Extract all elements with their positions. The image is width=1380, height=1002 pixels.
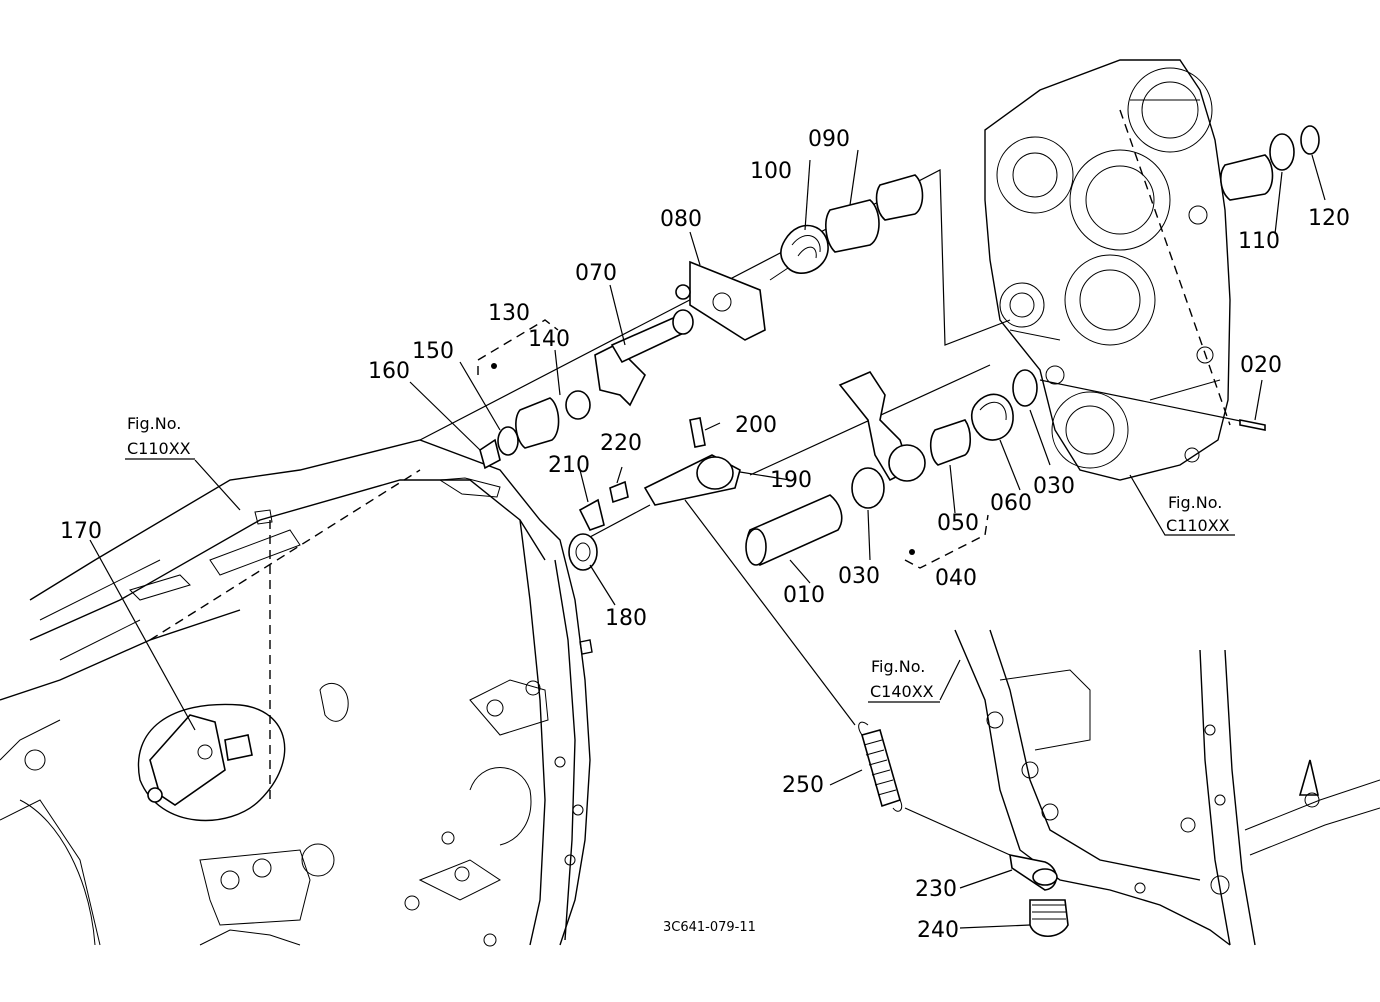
lower-right-housing — [954, 629, 1380, 946]
callout-190: 190 — [770, 468, 812, 493]
callout-070: 070 — [575, 261, 617, 286]
left-housing — [0, 439, 593, 947]
part-150 — [497, 426, 519, 456]
callout-210: 210 — [548, 453, 590, 478]
part-110 — [1269, 133, 1295, 171]
part-220 — [609, 480, 629, 504]
part-060-spring — [970, 393, 1014, 441]
callout-010: 010 — [783, 583, 825, 608]
part-240 — [1029, 899, 1069, 938]
fig-ref-lower-label: Fig.No. — [871, 657, 925, 676]
part-200 — [689, 417, 706, 448]
part-callouts: 010 020 030 030 040 050 060 070 080 090 … — [60, 127, 1350, 943]
callout-110: 110 — [1238, 229, 1280, 254]
callout-250: 250 — [782, 773, 824, 798]
callout-140: 140 — [528, 327, 570, 352]
callout-200: 200 — [735, 413, 777, 438]
lower-shaft-assembly — [568, 364, 1266, 571]
part-080-plate — [689, 260, 766, 341]
part-140-bushing — [515, 397, 560, 449]
part-050 — [929, 419, 972, 466]
part-030-right — [1012, 369, 1038, 407]
callout-080: 080 — [660, 207, 702, 232]
callout-220: 220 — [600, 431, 642, 456]
part-090-bushing — [875, 174, 924, 221]
fig-ref-lower-code: C140XX — [870, 682, 934, 701]
callout-060: 060 — [990, 491, 1032, 516]
fig-ref-right-label: Fig.No. — [1168, 493, 1222, 512]
part-210 — [578, 498, 605, 531]
part-020 — [1239, 419, 1266, 431]
upper-shaft-assembly — [419, 125, 1320, 470]
callout-020: 020 — [1240, 353, 1282, 378]
callout-130: 130 — [488, 301, 530, 326]
drawing-code: 3C641-079-11 — [663, 920, 756, 935]
callout-150: 150 — [412, 339, 454, 364]
bracket-040 — [904, 514, 989, 569]
callout-180: 180 — [605, 606, 647, 631]
part-180 — [568, 533, 598, 571]
callout-240: 240 — [917, 918, 959, 943]
part-120 — [1300, 125, 1320, 155]
part-110-bushing — [1220, 154, 1274, 201]
callout-090: 090 — [808, 127, 850, 152]
callout-030-left: 030 — [838, 564, 880, 589]
callout-100: 100 — [750, 159, 792, 184]
label-leaders — [89, 149, 1326, 929]
callout-030-right: 030 — [1033, 474, 1075, 499]
part-140-collar — [565, 390, 591, 420]
callout-050: 050 — [937, 511, 979, 536]
part-160 — [479, 438, 501, 470]
fig-ref-right-code: C110XX — [1166, 516, 1230, 535]
callout-160: 160 — [368, 359, 410, 384]
part-090 — [825, 199, 880, 253]
part-030-left — [851, 467, 885, 509]
callout-170: 170 — [60, 519, 102, 544]
spring-linkage — [684, 499, 1069, 938]
fig-ref-left-label: Fig.No. — [127, 414, 181, 433]
callout-040: 040 — [935, 566, 977, 591]
detail-balloon-170 — [137, 703, 286, 822]
callout-120: 120 — [1308, 206, 1350, 231]
right-housing — [984, 59, 1231, 481]
figure-references: Fig.No. C110XX Fig.No. C110XX Fig.No. C1… — [127, 414, 1230, 701]
fig-ref-left-code: C110XX — [127, 439, 191, 458]
callout-230: 230 — [915, 877, 957, 902]
bracket-130 — [477, 319, 559, 375]
